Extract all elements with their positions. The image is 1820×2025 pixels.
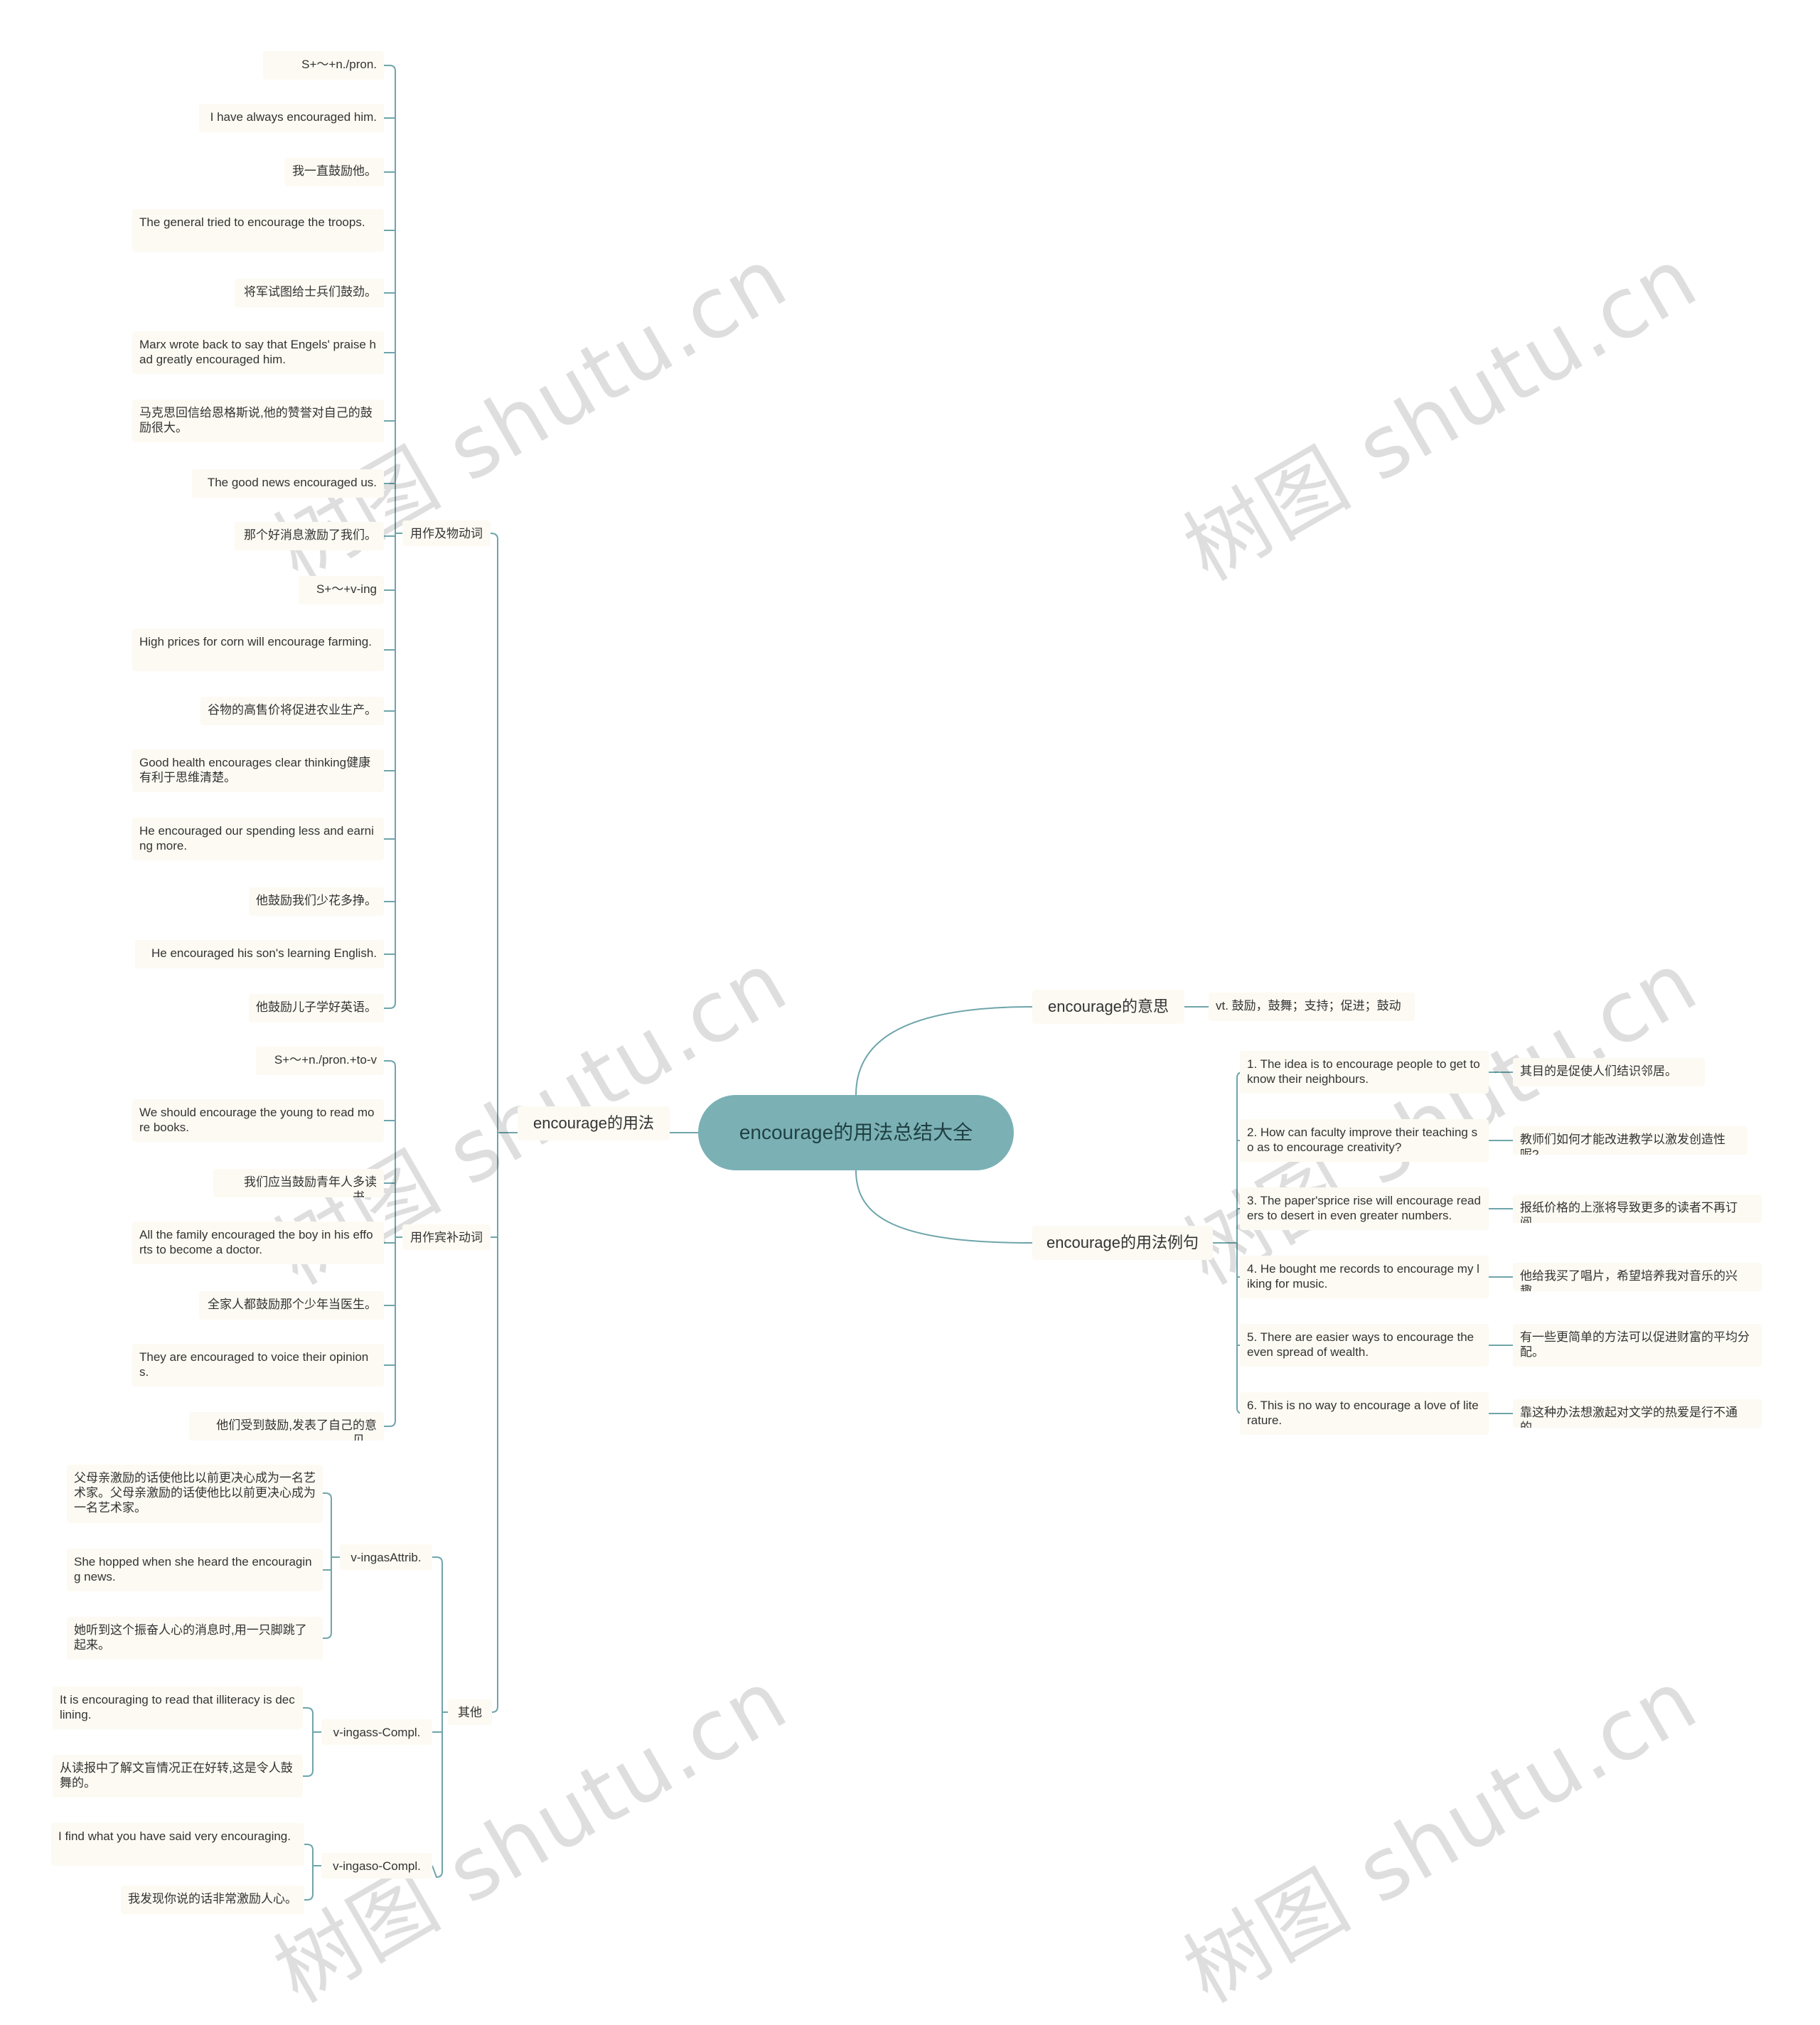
root-topic[interactable]: encourage的用法总结大全	[698, 1095, 1014, 1170]
transitive-item[interactable]: 马克思回信给恩格斯说,他的赞誉对自己的鼓励很大。	[132, 400, 384, 442]
connector-line	[303, 1770, 314, 1777]
transitive-item[interactable]: The good news encouraged us.	[192, 469, 384, 498]
mind-map-canvas: 树图 shutu.cn 树图 shutu.cn 树图 shutu.cn 树图 s…	[51, 51, 1762, 2021]
usage-transitive[interactable]: 用作及物动词	[402, 520, 491, 546]
other-group-attrib[interactable]: v-ingasAttrib.	[340, 1544, 432, 1570]
connector-line	[323, 1492, 332, 1500]
complement-item[interactable]: S+～+n./pron.+to-v	[256, 1047, 384, 1075]
connector-line	[855, 1170, 1033, 1244]
usage-other[interactable]: 其他	[448, 1699, 492, 1725]
complement-item[interactable]: All the family encouraged the boy in his…	[132, 1222, 384, 1264]
connector-line	[384, 65, 396, 72]
other-attrib-item[interactable]: She hopped when she heard the encouragin…	[67, 1549, 323, 1591]
transitive-item[interactable]: 那个好消息激励了我们。	[235, 522, 384, 550]
connector-lines	[303, 65, 1513, 1901]
complement-item[interactable]: 他们受到鼓励,发表了自己的意见。	[189, 1412, 384, 1441]
transitive-item[interactable]: 将军试图给士兵们鼓劲。	[235, 279, 384, 307]
example-zh-4[interactable]: 他给我买了唱片，希望培养我对音乐的兴趣。	[1513, 1263, 1762, 1291]
connector-line	[384, 1002, 396, 1009]
connector-line	[855, 1006, 1033, 1096]
connector-line	[384, 1060, 396, 1067]
example-zh-2[interactable]: 教师们如何才能改进教学以激发创造性呢?	[1513, 1126, 1747, 1155]
root-topic-label: encourage的用法总结大全	[739, 1121, 973, 1143]
connector-line	[491, 1706, 498, 1713]
meaning-definition[interactable]: vt. 鼓励，鼓舞；支持；促进；鼓动	[1209, 993, 1415, 1021]
transitive-item[interactable]: He encouraged his son's learning English…	[135, 940, 384, 968]
connector-line	[432, 1865, 443, 1879]
other-group-o-compl[interactable]: v-ingaso-Compl.	[321, 1853, 432, 1879]
complement-item[interactable]: We should encourage the young to read mo…	[132, 1099, 384, 1142]
example-en-6[interactable]: 6. This is no way to encourage a love of…	[1240, 1392, 1489, 1435]
other-attrib-item[interactable]: 她听到这个振奋人心的消息时,用一只脚跳了起来。	[67, 1617, 323, 1660]
other-attrib-item[interactable]: 父母亲激励的话使他比以前更决心成为一名艺术家。父母亲激励的话使他比以前更决心成为…	[67, 1465, 323, 1523]
connector-line	[432, 1556, 443, 1564]
example-en-4[interactable]: 4. He bought me records to encourage my …	[1240, 1256, 1489, 1298]
example-en-1[interactable]: 1. The idea is to encourage people to ge…	[1240, 1051, 1489, 1094]
connector-line	[384, 1420, 396, 1427]
transitive-item[interactable]: S+～+v-ing	[299, 576, 384, 604]
transitive-item[interactable]: High prices for corn will encourage farm…	[132, 629, 384, 671]
transitive-item[interactable]: Marx wrote back to say that Engels' prai…	[132, 331, 384, 374]
example-en-3[interactable]: 3. The paper'sprice rise will encourage …	[1240, 1187, 1489, 1230]
complement-item[interactable]: 全家人都鼓励那个少年当医生。	[199, 1291, 384, 1320]
other-o-compl-item[interactable]: 我发现你说的话非常激励人心。	[121, 1886, 304, 1914]
transitive-item[interactable]: 谷物的高售价将促进农业生产。	[200, 697, 384, 725]
other-s-compl-item[interactable]: 从读报中了解文盲情况正在好转,这是令人鼓舞的。	[53, 1755, 303, 1797]
complement-item[interactable]: They are encouraged to voice their opini…	[132, 1344, 384, 1386]
transitive-item[interactable]: 我一直鼓励他。	[284, 158, 384, 186]
transitive-item[interactable]: I have always encouraged him.	[199, 104, 384, 132]
example-zh-3[interactable]: 报纸价格的上涨将导致更多的读者不再订阅。	[1513, 1195, 1762, 1223]
branch-examples[interactable]: encourage的用法例句	[1032, 1226, 1213, 1260]
example-zh-6[interactable]: 靠这种办法想激起对文学的热爱是行不通的。	[1513, 1399, 1762, 1428]
transitive-item[interactable]: 他鼓励我们少花多挣。	[249, 887, 384, 916]
connector-line	[323, 1632, 332, 1639]
connector-line	[304, 1893, 314, 1901]
usage-complement[interactable]: 用作宾补动词	[402, 1224, 491, 1250]
other-o-compl-item[interactable]: I find what you have said very encouragi…	[51, 1823, 304, 1866]
example-en-5[interactable]: 5. There are easier ways to encourage th…	[1240, 1324, 1489, 1367]
branch-usage[interactable]: encourage的用法	[518, 1106, 670, 1140]
complement-item[interactable]: 我们应当鼓励青年人多读书。	[213, 1169, 384, 1197]
connector-line	[303, 1707, 314, 1714]
other-s-compl-item[interactable]: It is encouraging to read that illiterac…	[53, 1687, 303, 1729]
connector-line	[490, 533, 498, 540]
transitive-item[interactable]: S+～+n./pron.	[263, 51, 384, 80]
transitive-item[interactable]: Good health encourages clear thinking健康有…	[132, 749, 384, 792]
transitive-item[interactable]: He encouraged our spending less and earn…	[132, 818, 384, 860]
connector-line	[304, 1844, 314, 1851]
example-en-2[interactable]: 2. How can faculty improve their teachin…	[1240, 1119, 1489, 1162]
branch-meaning[interactable]: encourage的意思	[1032, 990, 1184, 1024]
transitive-item[interactable]: 他鼓励儿子学好英语。	[249, 994, 384, 1022]
other-group-s-compl[interactable]: v-ingass-Compl.	[321, 1719, 432, 1745]
example-zh-1[interactable]: 其目的是促使人们结识邻居。	[1513, 1058, 1705, 1086]
example-zh-5[interactable]: 有一些更简单的方法可以促进财富的平均分配。	[1513, 1324, 1762, 1367]
transitive-item[interactable]: The general tried to encourage the troop…	[132, 209, 384, 252]
